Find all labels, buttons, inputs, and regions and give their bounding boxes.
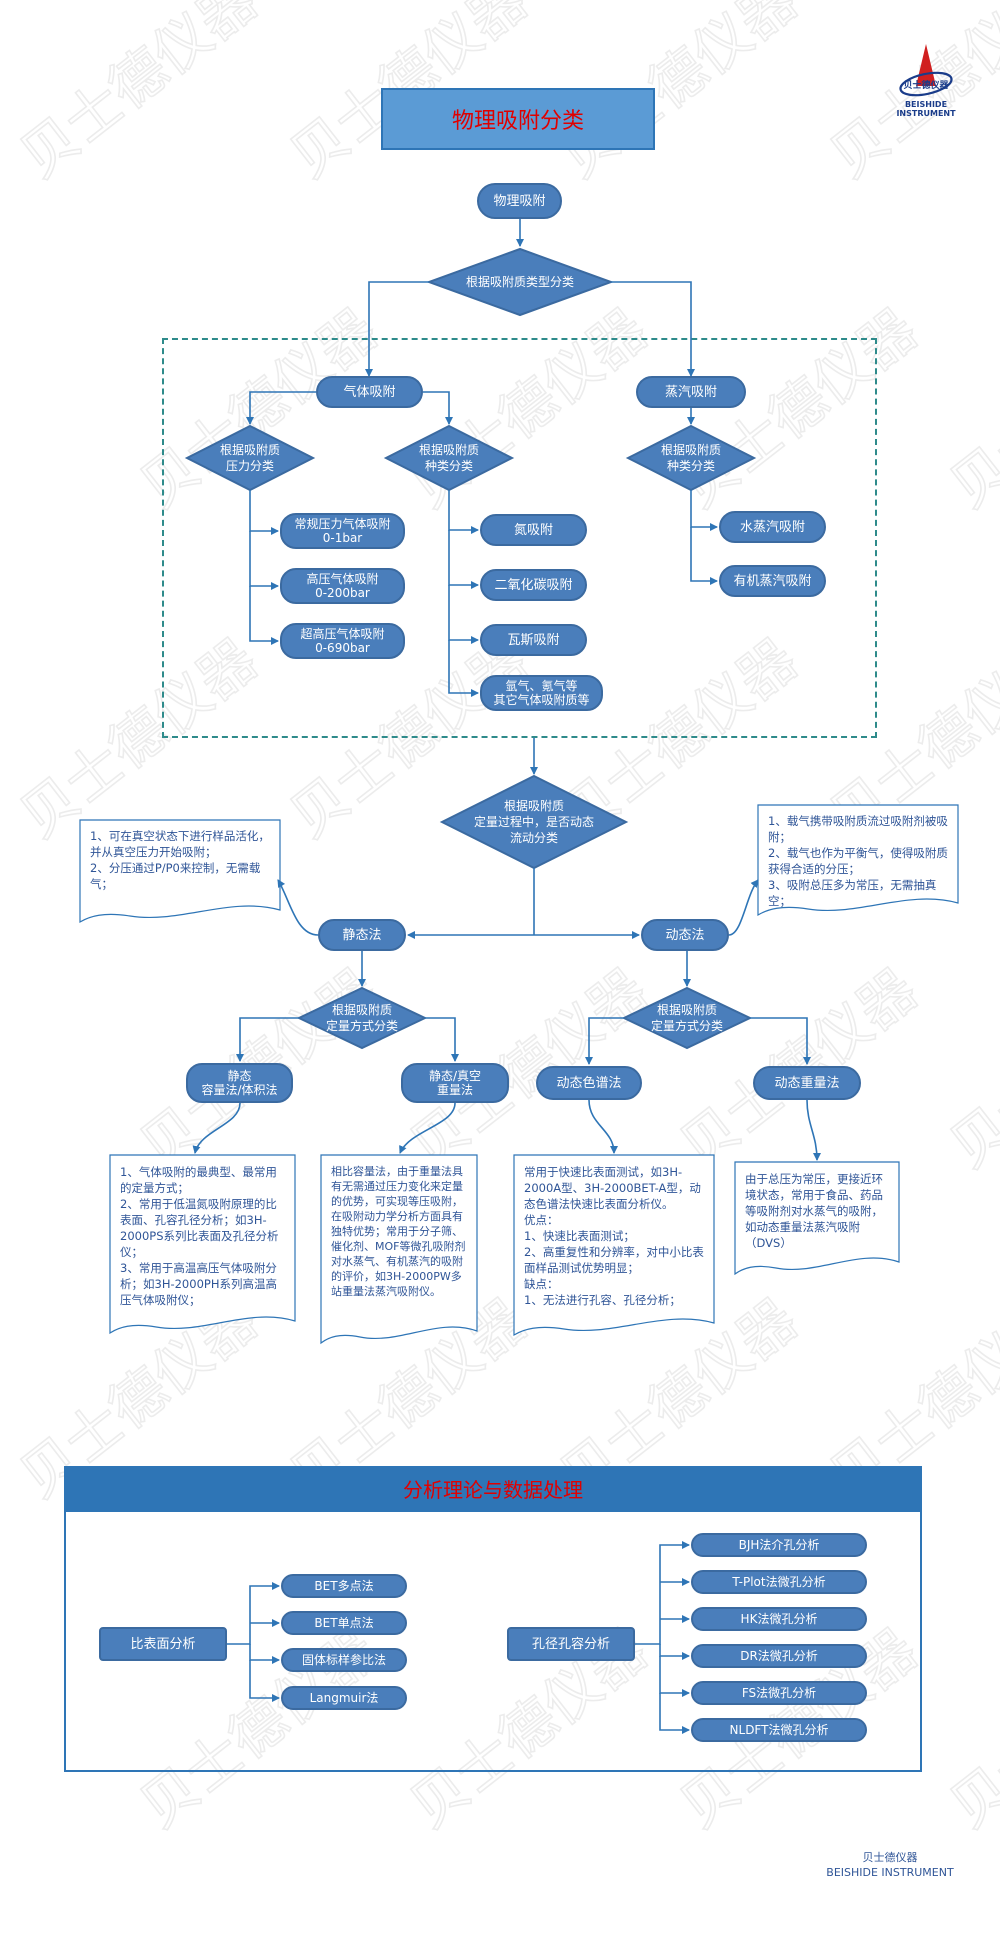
- analysis-title: 分析理论与数据处理: [64, 1466, 922, 1510]
- note-dyn-grav-shape: [734, 1161, 900, 1276]
- diamond-dynamic-quant: [621, 986, 753, 1050]
- method-bjh: BJH法介孔分析: [691, 1533, 867, 1557]
- diamond-adsorbate-type: [426, 247, 614, 317]
- node-pore-analysis: 孔径孔容分析: [507, 1627, 635, 1661]
- node-static-method: 静态法: [318, 919, 406, 951]
- note-chromatography: 常用于快速比表面测试，如3H-2000A型、3H-2000BET-A型，动态色谱…: [524, 1165, 704, 1307]
- decision-gas-pressure: 根据吸附质 压力分类: [219, 443, 280, 473]
- line-species-n2: [448, 490, 479, 534]
- line-gas-species: [423, 391, 453, 425]
- method-langmuir: Langmuir法: [281, 1686, 407, 1710]
- line-pressure-normal: [249, 490, 279, 535]
- note-volumetric-shape: [109, 1154, 296, 1335]
- node-co2-adsorption: 二氧化碳吸附: [480, 569, 587, 601]
- line-surface-ref: [249, 1644, 280, 1664]
- node-dynamic-gravimetric: 动态重量法: [753, 1066, 861, 1100]
- line-quant-dyngrav: [750, 1017, 811, 1065]
- line-quant-chrom: [585, 1017, 624, 1065]
- line-pore-nldft: [659, 1693, 690, 1734]
- node-static-volumetric: 静态 容量法/体积法: [186, 1063, 293, 1103]
- note-gravimetric-shape: [320, 1154, 478, 1345]
- line-surface-langmuir: [249, 1660, 280, 1702]
- decision-flow: 根据吸附质 定量过程中，是否动态 流动分类: [473, 799, 594, 845]
- node-high-pressure: 高压气体吸附 0-200bar: [280, 568, 405, 604]
- node-methane-adsorption: 瓦斯吸附: [480, 624, 587, 656]
- note-static-shape: [79, 819, 281, 924]
- node-static-gravimetric: 静态/真空 重量法: [401, 1063, 509, 1103]
- line-pore-dr: [659, 1644, 690, 1660]
- line-gravimetric-note: [399, 1102, 456, 1154]
- note-chromatography-shape: [513, 1154, 715, 1337]
- line-volumetric-note: [192, 1102, 241, 1154]
- note-dynamic: 1、载气携带吸附质流过吸附剂被吸附； 2、载气也作为平衡气，使得吸附质获得合适的…: [768, 814, 948, 908]
- brand-logo: 贝士德仪器 BEISHIDE INSTRUMENT: [876, 42, 976, 118]
- line-static-note: [277, 879, 319, 936]
- decision-dynamic-quant: 根据吸附质 定量方式分类: [650, 1003, 723, 1033]
- node-gas-adsorption: 气体吸附: [316, 376, 423, 408]
- node-water-vapor: 水蒸汽吸附: [719, 511, 826, 543]
- line-surface-bet-multi: [227, 1582, 280, 1645]
- line-type-gas: [365, 281, 429, 377]
- adsorbate-type-group: [162, 338, 877, 738]
- line-quant-gravimetric: [425, 1017, 459, 1062]
- page-title: 物理吸附分类: [381, 88, 655, 150]
- line-species-methane: [448, 585, 479, 644]
- line-species-other: [448, 640, 479, 697]
- node-vapor-adsorption: 蒸汽吸附: [636, 376, 746, 408]
- line-pore-fs: [659, 1656, 690, 1697]
- node-surface-area-analysis: 比表面分析: [99, 1627, 227, 1661]
- line-chrom-note: [588, 1099, 618, 1154]
- node-ultra-high-pressure: 超高压气体吸附 0-690bar: [280, 623, 405, 659]
- line-dynamic-note: [728, 879, 759, 936]
- method-nldft: NLDFT法微孔分析: [691, 1718, 867, 1742]
- line-pore-bjh: [635, 1541, 690, 1645]
- decision-adsorbate-type: 根据吸附质类型分类: [465, 275, 574, 289]
- node-dynamic-method: 动态法: [641, 919, 729, 951]
- node-dynamic-chromatography: 动态色谱法: [536, 1066, 642, 1100]
- method-tplot: T-Plot法微孔分析: [691, 1570, 867, 1594]
- line-gas-pressure: [246, 391, 316, 425]
- footer-cn: 贝士德仪器: [862, 1851, 918, 1864]
- line-pressure-high: [249, 531, 279, 590]
- node-organic-vapor: 有机蒸汽吸附: [719, 565, 826, 597]
- logo-cn-text: 贝士德仪器: [903, 81, 949, 91]
- footer-brand: 贝士德仪器 BEISHIDE INSTRUMENT: [810, 1850, 970, 1880]
- decision-gas-species: 根据吸附质 种类分类: [418, 443, 479, 473]
- method-dr: DR法微孔分析: [691, 1644, 867, 1668]
- line-quant-volumetric: [236, 1017, 299, 1062]
- line-vapor-organic: [690, 527, 718, 585]
- method-bet-multipoint: BET多点法: [281, 1574, 407, 1598]
- analysis-panel: [64, 1510, 922, 1772]
- method-reference-standard: 固体标样参比法: [281, 1648, 407, 1672]
- line-pressure-ultra: [249, 586, 279, 645]
- decision-vapor-species: 根据吸附质 种类分类: [660, 443, 721, 473]
- method-bet-singlepoint: BET单点法: [281, 1611, 407, 1635]
- rocket-logo-icon: [899, 44, 953, 97]
- diamond-static-quant: [296, 986, 428, 1050]
- note-dynamic-gravimetric: 由于总压为常压，更接近环境状态，常用于食品、药品等吸附剂对水蒸气的吸附，如动态重…: [745, 1172, 883, 1250]
- note-volumetric: 1、气体吸附的最典型、最常用的定量方式； 2、常用于低温氮吸附原理的比表面、孔容…: [120, 1165, 279, 1307]
- node-normal-pressure: 常规压力气体吸附 0-1bar: [280, 513, 405, 549]
- method-hk: HK法微孔分析: [691, 1607, 867, 1631]
- note-gravimetric: 相比容量法，由于重量法具有无需通过压力变化来定量的优势，可实现等压吸附，在吸附动…: [331, 1165, 466, 1298]
- decision-static-quant: 根据吸附质 定量方式分类: [325, 1003, 398, 1033]
- footer-en: BEISHIDE INSTRUMENT: [826, 1866, 954, 1879]
- node-physical-adsorption: 物理吸附: [477, 183, 562, 219]
- line-species-co2: [448, 530, 479, 589]
- line-type-vapor: [611, 281, 695, 377]
- line-vapor-water: [690, 490, 718, 531]
- note-static: 1、可在真空状态下进行样品活化，并从真空压力开始吸附； 2、分压通过P/P0来控…: [90, 829, 270, 891]
- line-dyngrav-note: [806, 1099, 821, 1161]
- node-nitrogen-adsorption: 氮吸附: [480, 514, 587, 546]
- logo-en-text: BEISHIDE INSTRUMENT: [896, 100, 956, 118]
- node-other-gases: 氩气、氪气等 其它气体吸附质等: [480, 675, 603, 711]
- method-fs: FS法微孔分析: [691, 1681, 867, 1705]
- note-dynamic-shape: [757, 804, 959, 917]
